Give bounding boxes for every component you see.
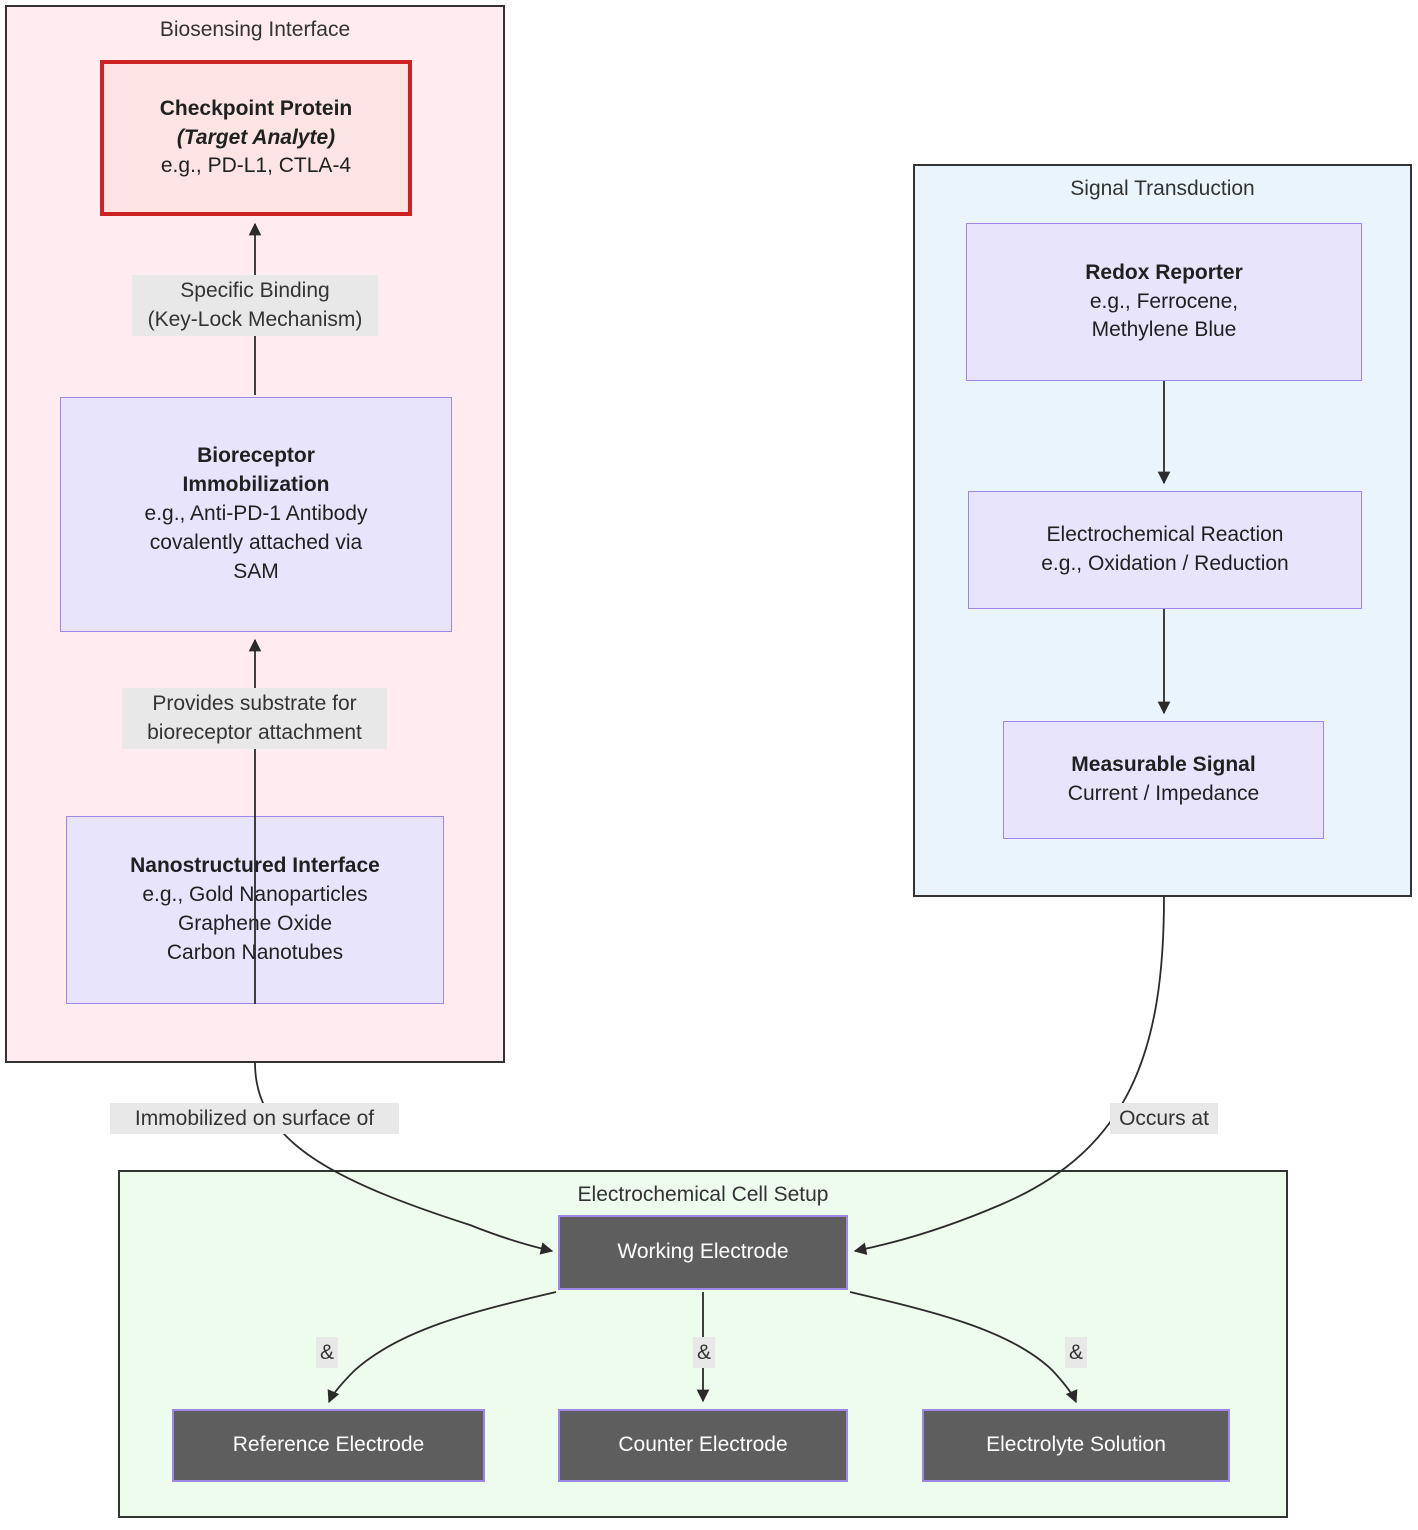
cluster-cell-title: Electrochemical Cell Setup <box>577 1183 829 1206</box>
node-counter-electrode-label: Counter Electrode <box>618 1433 788 1457</box>
node-bioreceptor-line2: Immobilization <box>182 473 330 497</box>
node-electrolyte-solution-label: Electrolyte Solution <box>986 1433 1166 1457</box>
node-bioreceptor-line4: covalently attached via <box>149 530 363 554</box>
node-bioreceptor-line1: Bioreceptor <box>197 444 315 468</box>
node-nano-line4: Carbon Nanotubes <box>166 940 344 964</box>
node-checkpoint-protein-line2: (Target Analyte) <box>176 125 336 149</box>
node-bioreceptor-line5: SAM <box>233 559 279 583</box>
node-checkpoint-protein-line3: e.g., PD-L1, CTLA-4 <box>160 154 352 178</box>
edge-label-ampersand-counter: & <box>693 1337 715 1369</box>
node-bioreceptor-immobilization[interactable]: Bioreceptor Immobilization e.g., Anti-PD… <box>60 397 452 632</box>
node-nano-line2: e.g., Gold Nanoparticles <box>142 883 368 907</box>
edge-label-occurs-at: Occurs at <box>1110 1103 1218 1135</box>
node-electrolyte-solution[interactable]: Electrolyte Solution <box>922 1409 1230 1482</box>
node-redox-line3: Methylene Blue <box>1091 318 1237 342</box>
node-counter-electrode[interactable]: Counter Electrode <box>558 1409 848 1482</box>
edge-label-ampersand-reference: & <box>316 1337 338 1369</box>
node-redox-line1: Redox Reporter <box>1085 260 1243 284</box>
node-nano-line1: Nanostructured Interface <box>130 854 380 878</box>
node-working-electrode[interactable]: Working Electrode <box>558 1215 848 1290</box>
edge-label-immobilized-on-surface-of: Immobilized on surface of <box>110 1103 399 1135</box>
node-checkpoint-protein-line1: Checkpoint Protein <box>159 96 353 120</box>
node-reference-electrode[interactable]: Reference Electrode <box>172 1409 485 1482</box>
node-bioreceptor-line3: e.g., Anti-PD-1 Antibody <box>144 502 368 526</box>
node-measurable-line2: Current / Impedance <box>1067 782 1260 805</box>
node-electrochemical-reaction[interactable]: Electrochemical Reaction e.g., Oxidation… <box>968 491 1362 609</box>
node-reaction-line1: Electrochemical Reaction <box>1046 523 1284 547</box>
edge-label-provides-substrate: Provides substrate for bioreceptor attac… <box>122 688 387 749</box>
node-measurable-line1: Measurable Signal <box>1071 753 1256 777</box>
node-measurable-signal[interactable]: Measurable Signal Current / Impedance <box>1003 721 1324 839</box>
node-reference-electrode-label: Reference Electrode <box>232 1433 425 1457</box>
node-reaction-line2: e.g., Oxidation / Reduction <box>1041 552 1289 575</box>
edge-label-ampersand-electrolyte: & <box>1065 1337 1087 1369</box>
cluster-signal-title: Signal Transduction <box>1070 177 1255 200</box>
node-redox-reporter[interactable]: Redox Reporter e.g., Ferrocene, Methylen… <box>966 223 1362 381</box>
node-checkpoint-protein[interactable]: Checkpoint Protein (Target Analyte) e.g.… <box>100 60 412 216</box>
node-nanostructured-interface[interactable]: Nanostructured Interface e.g., Gold Nano… <box>66 816 444 1004</box>
node-working-electrode-label: Working Electrode <box>617 1240 789 1264</box>
edge-label-specific-binding: Specific Binding (Key-Lock Mechanism) <box>132 275 378 336</box>
cluster-biosensing-title: Biosensing Interface <box>159 18 351 41</box>
node-nano-line3: Graphene Oxide <box>177 912 333 935</box>
node-redox-line2: e.g., Ferrocene, <box>1089 289 1239 313</box>
